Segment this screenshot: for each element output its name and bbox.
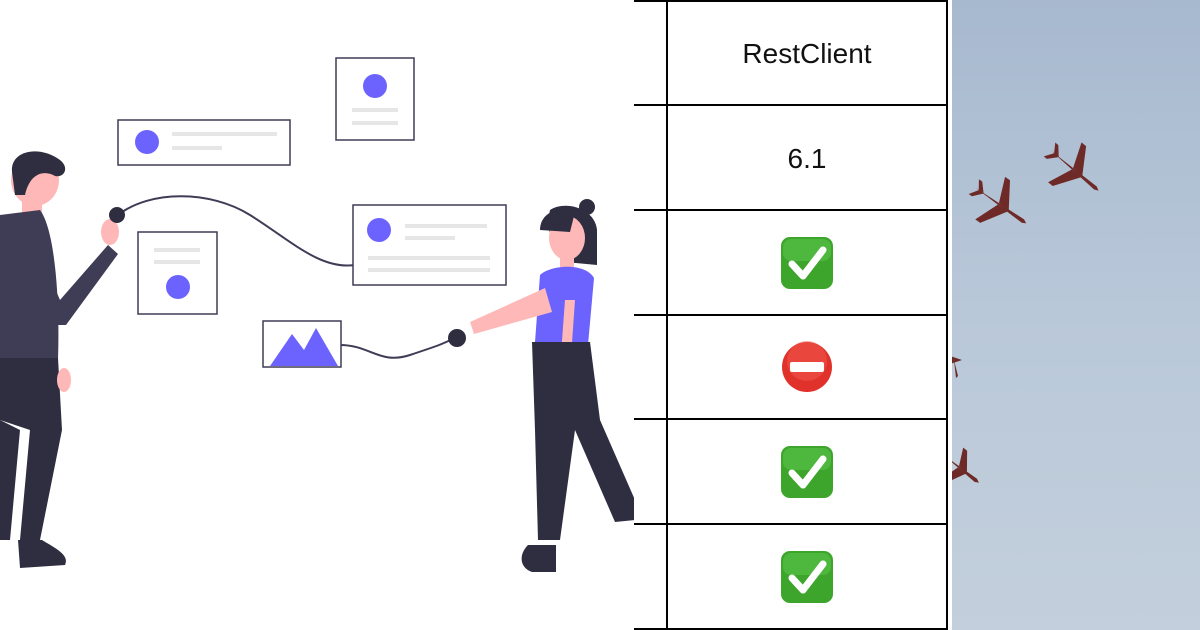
avatar-icon (367, 218, 391, 242)
woman-figure (448, 199, 635, 572)
check-mark-icon (781, 446, 833, 498)
column-header: RestClient (742, 38, 871, 69)
profile-card (117, 119, 291, 166)
profile-card (335, 57, 415, 141)
avatar-icon (135, 130, 159, 154)
connection-line (117, 195, 356, 267)
illustration-panel (0, 57, 635, 572)
image-card (262, 320, 342, 368)
comparison-table: RestClient 6.1 (634, 0, 952, 630)
jets-in-sky (952, 0, 1200, 630)
avatar-icon (363, 74, 387, 98)
version-value: 6.1 (788, 143, 827, 174)
man-figure (0, 151, 125, 568)
mountain-icon (270, 328, 338, 366)
no-entry-icon (782, 341, 832, 392)
table-grid: RestClient 6.1 (634, 0, 948, 630)
profile-card (352, 204, 507, 286)
jet-icon (1043, 142, 1099, 191)
jet-icon (952, 356, 962, 378)
people-sharing-content-illustration (0, 57, 635, 572)
sky-photo (952, 0, 1200, 630)
check-mark-icon (781, 237, 833, 289)
connection-line (339, 337, 456, 359)
jet-icon (952, 447, 979, 486)
jet-icon (968, 176, 1027, 224)
avatar-icon (166, 275, 190, 299)
profile-card (137, 231, 218, 315)
check-mark-icon (781, 551, 833, 603)
